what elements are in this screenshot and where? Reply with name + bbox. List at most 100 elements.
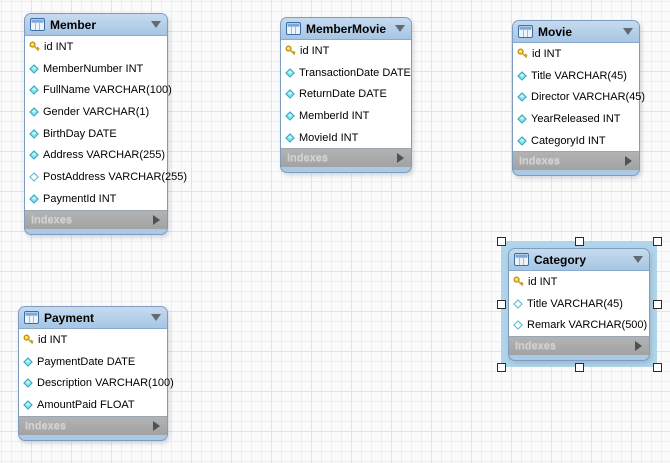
indexes-label: Indexes [519,155,560,168]
table-columns: id INT Title VARCHAR(45) Remark VARCHAR(… [509,271,649,338]
column-row[interactable]: YearReleased INT [513,108,639,130]
table-figure-payment[interactable]: Payment id INT PaymentDate DATE Descript… [18,306,174,441]
expand-indexes-icon[interactable] [397,153,404,164]
column-diamond-icon [517,135,527,146]
column-row[interactable]: MovieId INT [281,127,411,149]
column-diamond-icon [29,193,39,204]
column-label: id INT [38,333,68,346]
expand-indexes-icon[interactable] [153,420,160,431]
column-label: TransactionDate DATE [299,66,411,79]
column-row[interactable]: PaymentId INT [25,188,167,210]
column-row[interactable]: FullName VARCHAR(100) [25,79,172,101]
indexes-section[interactable]: Indexes [281,149,411,168]
indexes-section[interactable]: Indexes [25,210,167,229]
column-row[interactable]: Director VARCHAR(45) [513,86,645,108]
table-header[interactable]: Category [509,249,649,271]
collapse-arrow-icon[interactable] [151,314,161,321]
table-header[interactable]: Movie [513,21,639,43]
collapse-arrow-icon[interactable] [151,21,161,28]
expand-indexes-icon[interactable] [153,214,160,225]
column-label: CategoryId INT [531,134,606,147]
key-icon [513,276,524,287]
table-icon [514,253,529,266]
column-label: Title VARCHAR(45) [531,69,627,82]
column-diamond-icon [29,150,39,161]
column-label: Remark VARCHAR(500) [527,319,648,332]
column-row[interactable]: Description VARCHAR(100) [19,372,174,394]
table-columns: id INT TransactionDate DATE ReturnDate D… [281,40,411,150]
column-label: MovieId INT [299,131,359,144]
column-label: PostAddress VARCHAR(255) [43,170,188,183]
column-row[interactable]: id INT [19,329,167,351]
table-columns: id INT MemberNumber INT FullName VARCHAR… [25,36,187,211]
key-icon [285,45,296,56]
expand-indexes-icon[interactable] [625,156,632,167]
column-diamond-icon [285,132,295,143]
column-diamond-hollow-icon [513,320,523,331]
expand-indexes-icon[interactable] [635,341,642,352]
column-row[interactable]: BirthDay DATE [25,123,167,145]
selection-handle[interactable] [496,362,506,372]
column-diamond-icon [23,356,33,367]
column-diamond-icon [517,70,527,81]
selection-handle[interactable] [496,299,506,309]
column-label: AmountPaid FLOAT [37,398,135,411]
collapse-arrow-icon[interactable] [395,25,405,32]
column-row[interactable]: id INT [509,271,649,293]
column-label: id INT [532,47,562,60]
table-name: Category [534,252,587,267]
selection-handle[interactable] [652,362,662,372]
table-figure-membermovie[interactable]: MemberMovie id INT TransactionDate DATE … [280,17,412,174]
selection-handle[interactable] [652,299,662,309]
column-row[interactable]: ReturnDate DATE [281,83,411,105]
column-diamond-icon [23,400,33,410]
column-row[interactable]: MemberNumber INT [25,58,167,80]
selection-handle[interactable] [574,236,584,246]
collapse-arrow-icon[interactable] [623,28,633,35]
indexes-section[interactable]: Indexes [19,416,167,435]
table-icon [24,311,39,324]
column-row[interactable]: id INT [281,40,411,62]
column-row[interactable]: id INT [25,36,167,58]
column-row[interactable]: PostAddress VARCHAR(255) [25,166,187,188]
indexes-label: Indexes [25,419,66,432]
table-figure-category[interactable]: Category id INT Title VARCHAR(45) Remark… [508,248,650,362]
column-row[interactable]: TransactionDate DATE [281,62,411,84]
collapse-arrow-icon[interactable] [633,256,643,263]
column-label: Description VARCHAR(100) [37,377,174,390]
column-row[interactable]: AmountPaid FLOAT [19,394,167,416]
table-name: MemberMovie [306,21,387,36]
selection-handle[interactable] [574,362,584,372]
table-figure-movie[interactable]: Movie id INT Title VARCHAR(45) Director … [512,20,645,177]
column-diamond-hollow-icon [29,172,39,182]
column-row[interactable]: id INT [513,43,639,65]
table-header[interactable]: Member [25,14,167,36]
indexes-label: Indexes [515,340,556,353]
table-header[interactable]: Payment [19,307,167,329]
column-label: id INT [300,44,330,57]
key-icon [23,334,34,345]
column-row[interactable]: Remark VARCHAR(500) [509,314,649,336]
column-diamond-icon [517,92,527,103]
column-diamond-icon [285,89,295,100]
indexes-section[interactable]: Indexes [513,152,639,171]
table-header[interactable]: MemberMovie [281,18,411,40]
column-diamond-icon [29,107,39,117]
column-row[interactable]: Title VARCHAR(45) [509,293,649,315]
column-row[interactable]: Title VARCHAR(45) [513,65,639,87]
indexes-section[interactable]: Indexes [509,337,649,356]
column-label: BirthDay DATE [43,127,117,140]
column-row[interactable]: PaymentDate DATE [19,351,167,373]
column-label: MemberNumber INT [43,62,144,75]
column-row[interactable]: Address VARCHAR(255) [25,144,167,166]
column-row[interactable]: CategoryId INT [513,130,639,152]
column-diamond-icon [285,111,295,121]
column-diamond-hollow-icon [513,298,523,309]
column-label: id INT [44,40,74,53]
selection-handle[interactable] [652,236,662,246]
table-figure-member[interactable]: Member id INT MemberNumber INT FullName … [24,13,187,235]
column-row[interactable]: MemberId INT [281,105,411,127]
column-row[interactable]: Gender VARCHAR(1) [25,101,167,123]
selection-handle[interactable] [496,236,506,246]
